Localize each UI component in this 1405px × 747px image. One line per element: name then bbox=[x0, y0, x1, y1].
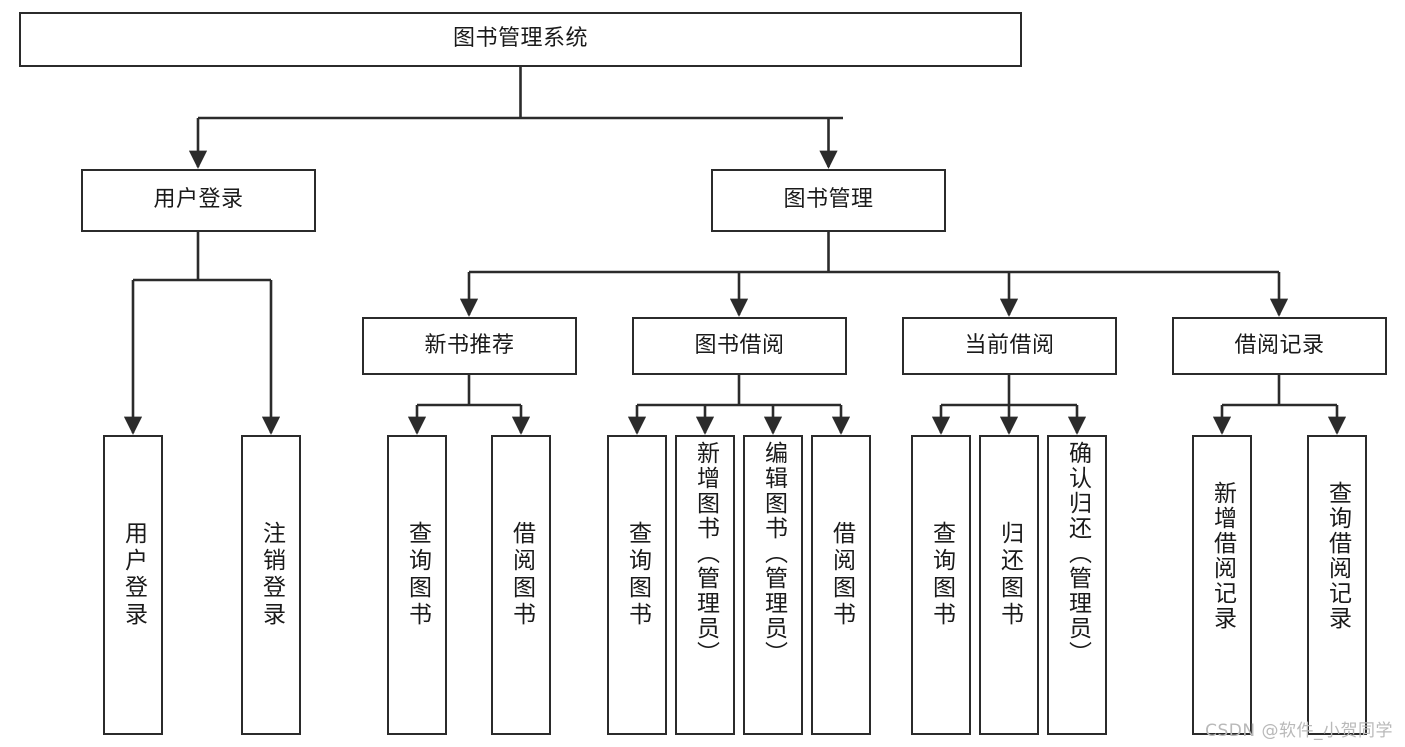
node-label: 当前借阅 bbox=[964, 332, 1055, 358]
node-label: 查询图书 bbox=[404, 521, 431, 629]
leaf-node-query-book-borrow[interactable]: 查询图书 bbox=[607, 435, 667, 735]
leaf-node-query-book-current[interactable]: 查询图书 bbox=[911, 435, 971, 735]
node-label: 借阅记录 bbox=[1234, 332, 1325, 358]
node-label: 查询图书 bbox=[928, 521, 955, 629]
node-book-management[interactable]: 图书管理 bbox=[711, 169, 946, 232]
node-root-book-management-system[interactable]: 图书管理系统 bbox=[19, 12, 1022, 67]
leaf-node-logout-login[interactable]: 注销登录 bbox=[241, 435, 301, 735]
leaf-node-borrow-book[interactable]: 借阅图书 bbox=[811, 435, 871, 735]
node-label: 新增图书（管理员） bbox=[692, 441, 719, 666]
node-label: 归还图书 bbox=[996, 521, 1023, 629]
leaf-node-return-book[interactable]: 归还图书 bbox=[979, 435, 1039, 735]
leaf-node-query-borrow-record[interactable]: 查询借阅记录 bbox=[1307, 435, 1367, 735]
node-label: 用户登录 bbox=[153, 187, 244, 213]
node-label: 编辑图书（管理员） bbox=[760, 441, 787, 666]
node-new-book-recommendation[interactable]: 新书推荐 bbox=[362, 317, 577, 375]
leaf-node-borrow-book-recommend[interactable]: 借阅图书 bbox=[491, 435, 551, 735]
node-label: 查询借阅记录 bbox=[1324, 481, 1351, 631]
leaf-node-edit-book-admin[interactable]: 编辑图书（管理员） bbox=[743, 435, 803, 735]
node-label: 新书推荐 bbox=[424, 332, 515, 358]
node-label: 图书管理系统 bbox=[452, 26, 588, 52]
node-label: 用户登录 bbox=[120, 521, 147, 629]
node-borrowing-record[interactable]: 借阅记录 bbox=[1172, 317, 1387, 375]
node-current-borrowing[interactable]: 当前借阅 bbox=[902, 317, 1117, 375]
csdn-watermark: CSDN @软件_小贺同学 bbox=[1205, 721, 1393, 741]
node-label: 图书借阅 bbox=[694, 332, 785, 358]
leaf-node-add-book-admin[interactable]: 新增图书（管理员） bbox=[675, 435, 735, 735]
leaf-node-user-login[interactable]: 用户登录 bbox=[103, 435, 163, 735]
node-label: 查询图书 bbox=[624, 521, 651, 629]
leaf-node-add-borrow-record[interactable]: 新增借阅记录 bbox=[1192, 435, 1252, 735]
node-label: 确认归还（管理员） bbox=[1064, 441, 1091, 666]
leaf-node-confirm-return-admin[interactable]: 确认归还（管理员） bbox=[1047, 435, 1107, 735]
node-label: 注销登录 bbox=[258, 521, 285, 629]
leaf-node-query-book-recommend[interactable]: 查询图书 bbox=[387, 435, 447, 735]
node-user-login[interactable]: 用户登录 bbox=[81, 169, 316, 232]
node-label: 借阅图书 bbox=[508, 521, 535, 629]
node-label: 图书管理 bbox=[783, 187, 874, 213]
node-label: 新增借阅记录 bbox=[1209, 481, 1236, 631]
node-book-borrowing[interactable]: 图书借阅 bbox=[632, 317, 847, 375]
node-label: 借阅图书 bbox=[828, 521, 855, 629]
